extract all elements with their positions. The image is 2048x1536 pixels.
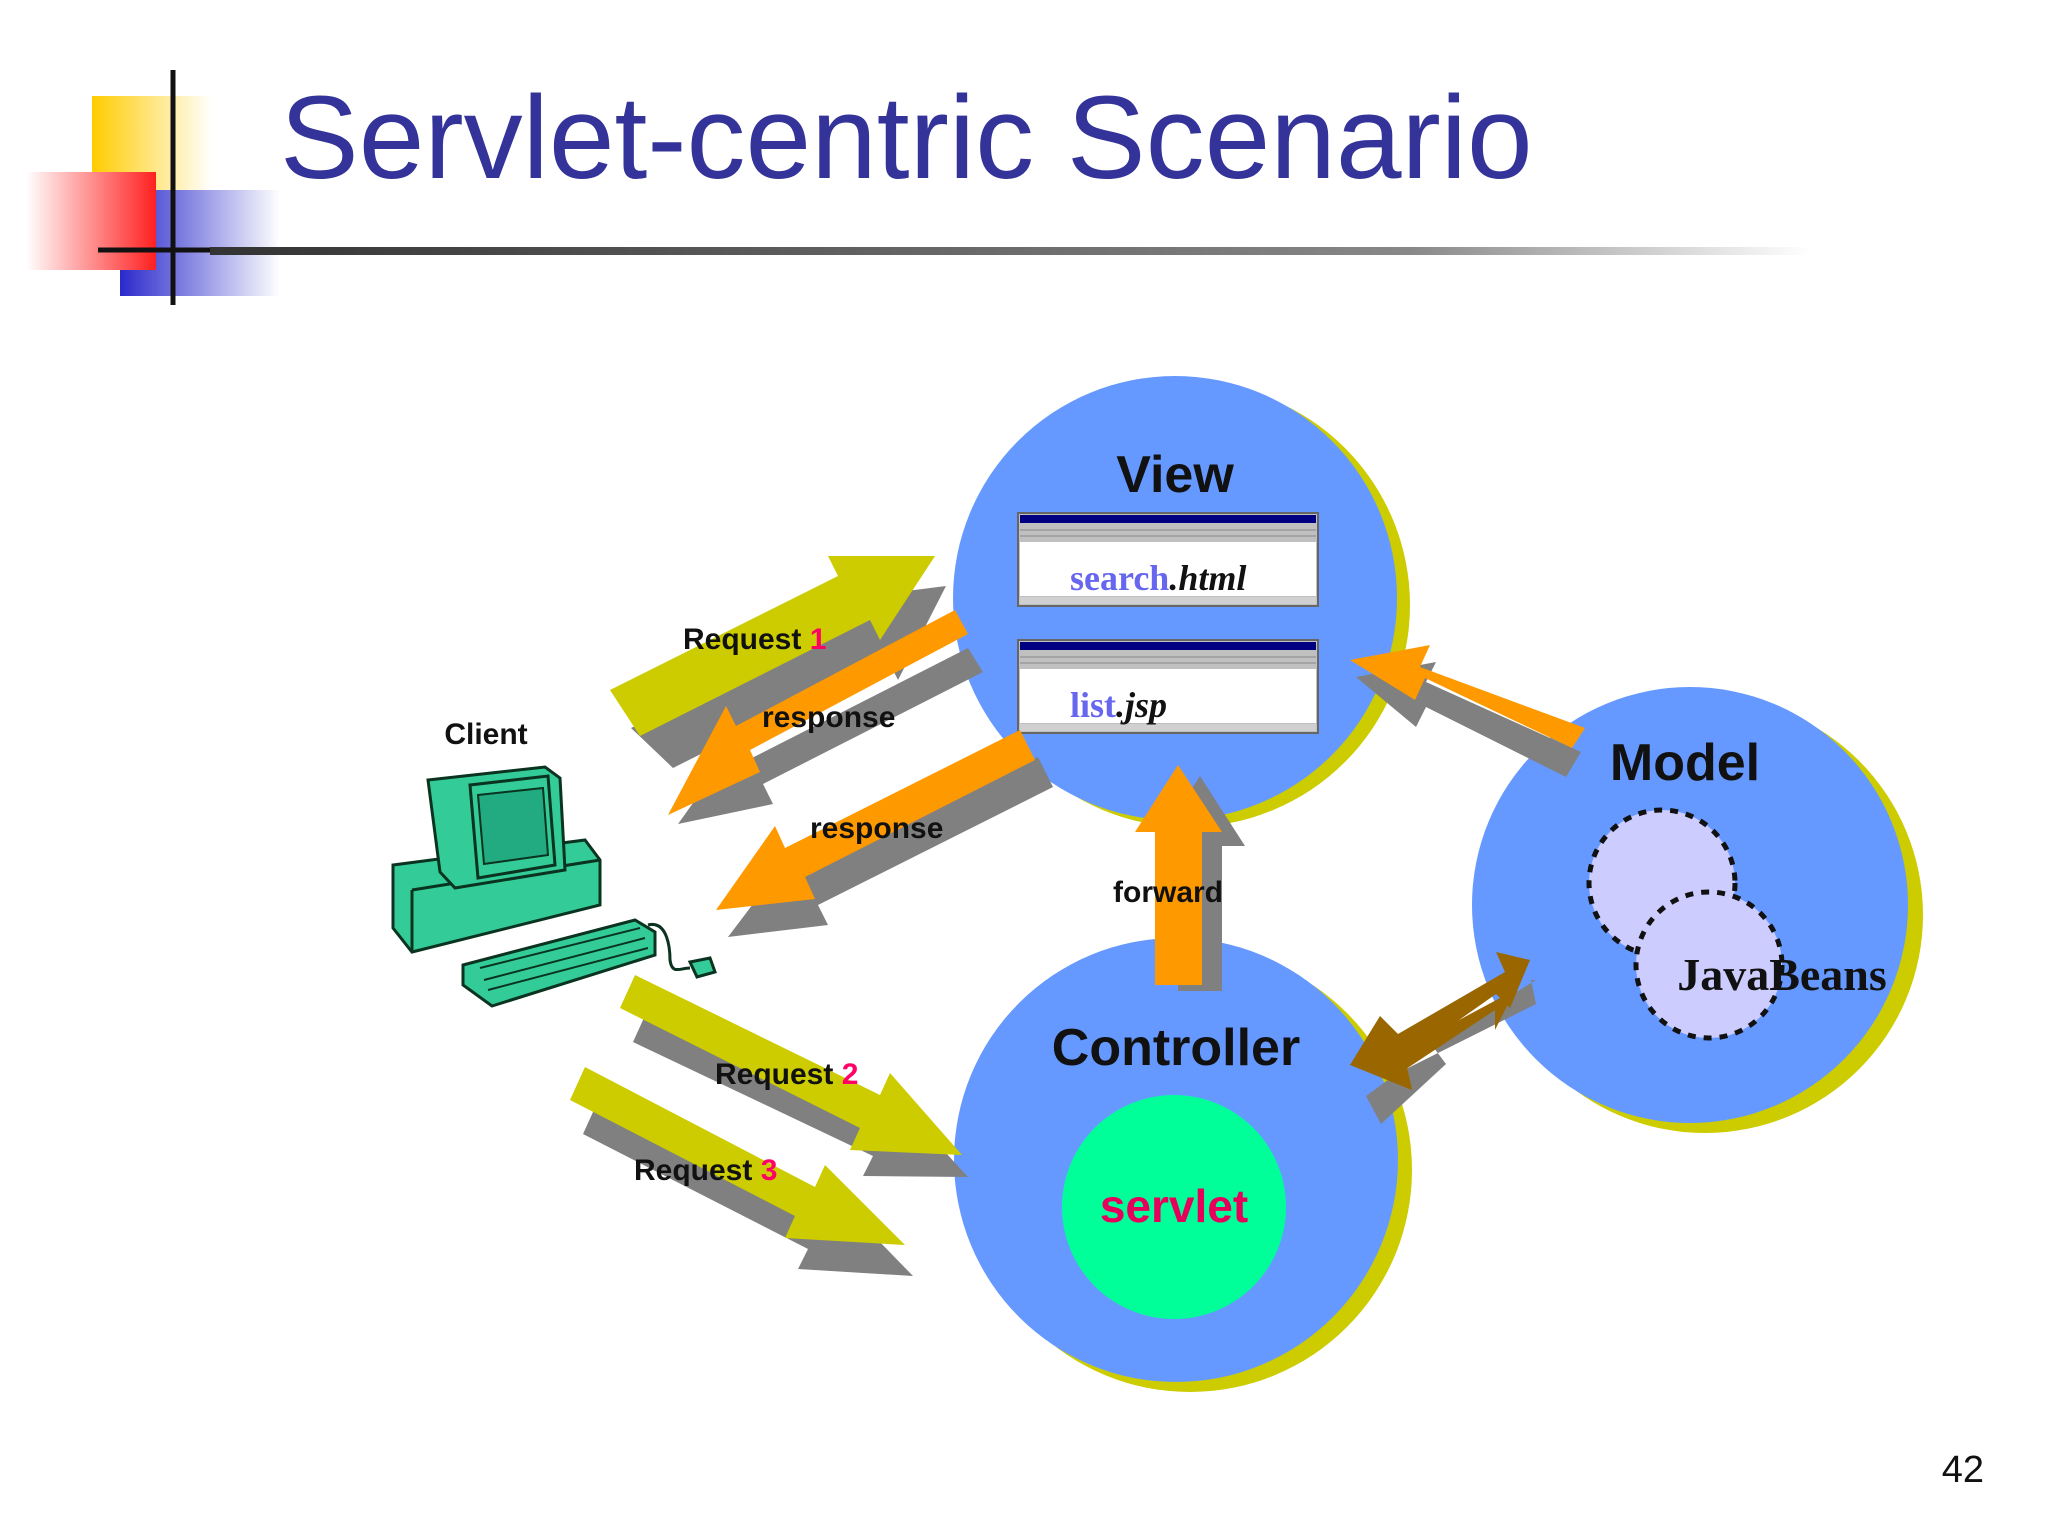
view-page-search-ext: .html — [1169, 558, 1246, 598]
request-1-label: Request 1 — [683, 623, 826, 656]
arrow-request-3 — [570, 1067, 913, 1276]
browser-window-list: list.jsp — [1017, 639, 1319, 734]
request-1-number: 1 — [810, 623, 827, 656]
model-component: Model JavaBeans — [1472, 687, 1923, 1133]
arrow-forward — [1135, 765, 1245, 991]
controller-label: Controller — [1052, 1019, 1300, 1077]
svg-text:search.html: search.html — [1070, 558, 1246, 598]
model-label: Model — [1610, 734, 1760, 792]
servlet-label: servlet — [1100, 1180, 1248, 1232]
request-2-label: Request 2 — [715, 1058, 858, 1091]
response-1-label: response — [762, 701, 895, 734]
javabeans-label: JavaBeans — [1677, 949, 1887, 1000]
view-component: View search.html list.jsp — [953, 376, 1410, 827]
response-2-label: response — [810, 812, 943, 845]
servlet-circle — [1062, 1095, 1286, 1319]
controller-component: Controller servlet — [954, 938, 1412, 1392]
slide-logo — [26, 70, 290, 305]
view-label: View — [1116, 446, 1234, 504]
request-3-label: Request 3 — [634, 1154, 777, 1187]
view-page-list-ext: .jsp — [1116, 685, 1167, 725]
page-number: 42 — [1942, 1449, 1984, 1491]
view-page-search-name: search — [1070, 558, 1169, 598]
svg-text:list.jsp: list.jsp — [1070, 685, 1167, 725]
arrow-response-1 — [668, 610, 983, 824]
arrow-request-1 — [610, 556, 946, 768]
javabean-circle-2 — [1633, 889, 1785, 1041]
request-3-text: Request — [634, 1154, 752, 1187]
request-2-text: Request — [715, 1058, 833, 1091]
arrow-response-2 — [716, 730, 1053, 937]
arrow-model-to-view — [1350, 645, 1585, 777]
request-2-number: 2 — [842, 1058, 859, 1091]
arrow-request-2 — [620, 975, 968, 1177]
forward-label: forward — [1113, 876, 1223, 909]
slide-title: Servlet-centric Scenario — [280, 72, 1533, 204]
request-1-text: Request — [683, 623, 801, 656]
browser-window-search: search.html — [1017, 512, 1319, 607]
computer-icon — [391, 765, 717, 1008]
view-page-list-name: list — [1070, 685, 1116, 725]
arrow-model-controller — [1350, 952, 1536, 1124]
title-rule — [210, 247, 1810, 255]
client-label: Client — [444, 718, 527, 751]
request-3-number: 3 — [761, 1154, 778, 1187]
